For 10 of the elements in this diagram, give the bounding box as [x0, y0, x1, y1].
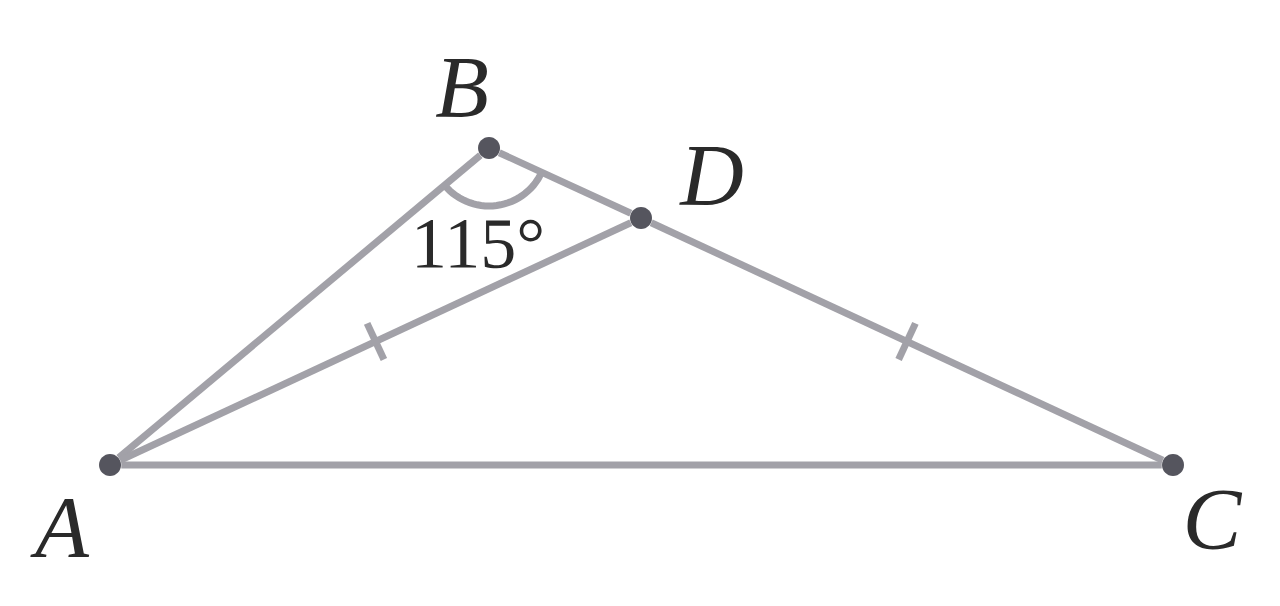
line-segment	[116, 152, 483, 461]
point-label: B	[435, 59, 487, 117]
line-segment	[121, 461, 1162, 469]
point-label: A	[30, 498, 90, 558]
line-segment	[649, 219, 1165, 464]
angle-label: 115°	[417, 219, 542, 269]
point-label: C	[1187, 490, 1243, 550]
line-segment	[497, 149, 633, 217]
line-segment	[118, 219, 633, 464]
point-label: D	[679, 147, 743, 205]
